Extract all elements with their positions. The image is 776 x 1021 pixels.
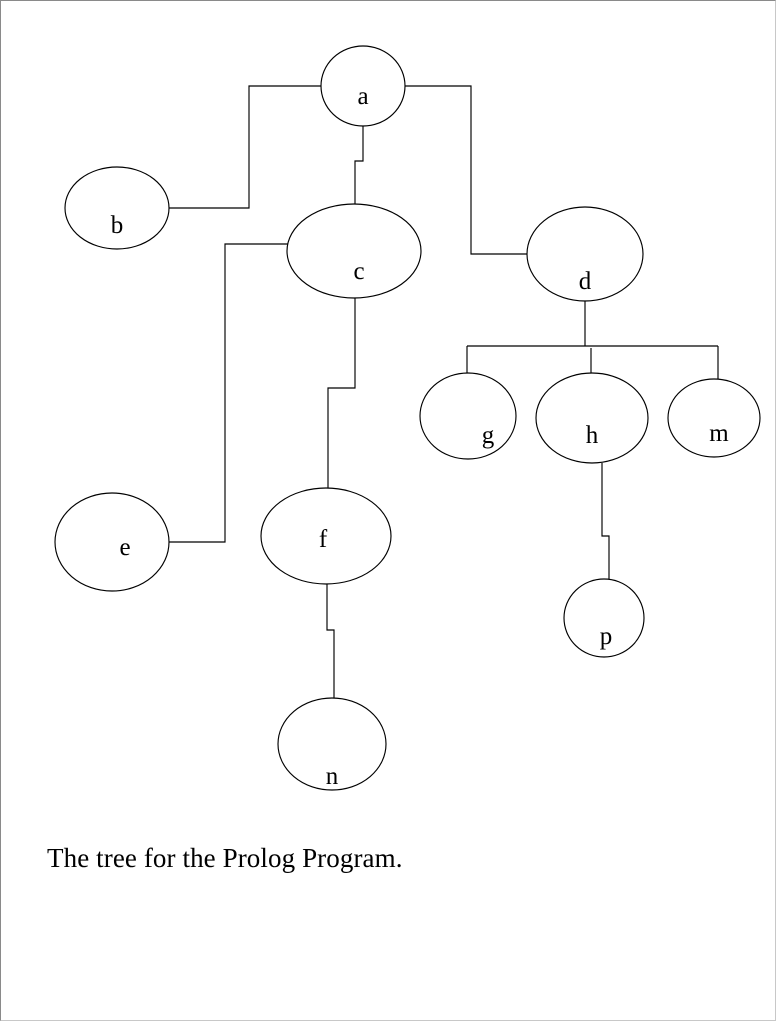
tree-node-b[interactable]: b — [64, 166, 170, 250]
node-label-g: g — [482, 422, 495, 449]
node-shape-c — [286, 203, 422, 299]
tree-node-p[interactable]: p — [563, 578, 645, 658]
edge-a-c — [354, 126, 364, 205]
edge-a-d — [405, 85, 528, 255]
tree-node-g[interactable]: g — [419, 372, 517, 460]
tree-node-e[interactable]: e — [54, 492, 170, 592]
node-label-d: d — [579, 268, 592, 295]
edge-h-p — [601, 463, 610, 619]
tree-node-a[interactable]: a — [320, 45, 406, 127]
node-shape-h — [535, 372, 649, 464]
tree-node-d[interactable]: d — [526, 206, 644, 302]
tree-node-h[interactable]: h — [535, 372, 649, 464]
nodes-layer: a b c d e f g h m n p — [54, 45, 761, 791]
node-shape-n — [277, 697, 387, 791]
diagram-caption: The tree for the Prolog Program. — [47, 843, 403, 873]
node-label-p: p — [600, 623, 613, 650]
node-label-m: m — [709, 420, 729, 447]
edges-layer — [169, 85, 719, 699]
node-label-a: a — [357, 83, 368, 110]
node-shape-m — [667, 378, 761, 458]
node-shape-f — [260, 487, 392, 585]
node-label-c: c — [353, 258, 364, 285]
tree-node-c[interactable]: c — [286, 203, 422, 299]
node-shape-d — [526, 206, 644, 302]
node-shape-b — [64, 166, 170, 250]
tree-node-n[interactable]: n — [277, 697, 387, 791]
edge-a-b — [169, 85, 321, 209]
edge-c-e — [169, 243, 288, 543]
edge-c-f — [327, 297, 356, 489]
node-label-b: b — [111, 212, 124, 239]
edge-f-n — [326, 584, 335, 699]
node-label-f: f — [319, 526, 328, 553]
node-label-h: h — [586, 422, 599, 449]
node-shape-e — [54, 492, 170, 592]
node-shape-a — [320, 45, 406, 127]
node-shape-g — [419, 372, 517, 460]
node-shape-p — [563, 578, 645, 658]
tree-node-m[interactable]: m — [667, 378, 761, 458]
tree-node-f[interactable]: f — [260, 487, 392, 585]
node-label-e: e — [119, 534, 130, 561]
node-label-n: n — [326, 763, 339, 790]
